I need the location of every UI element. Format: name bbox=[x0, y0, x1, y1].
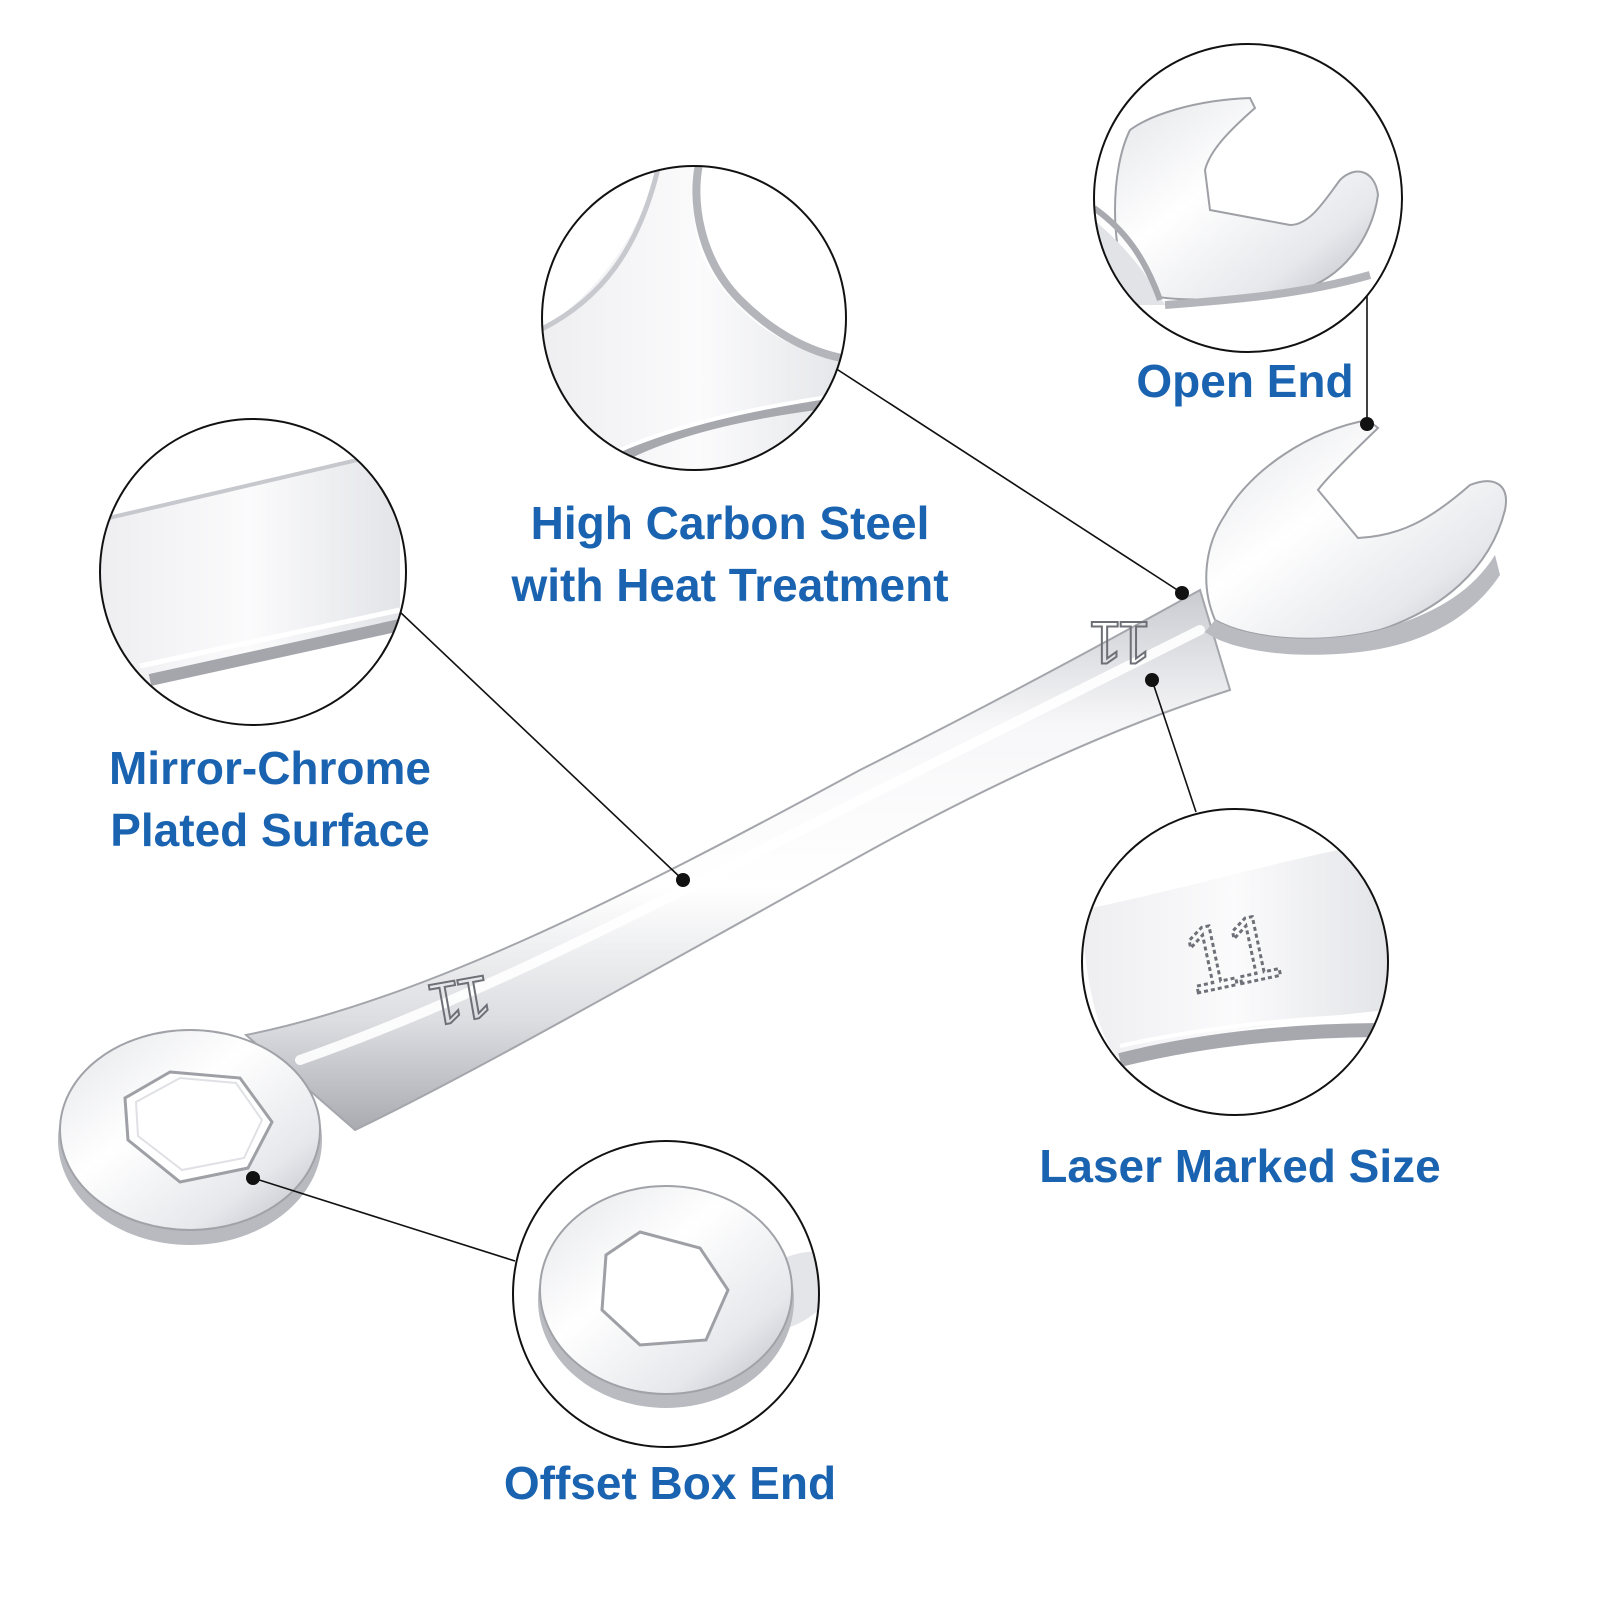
dot-laser-size bbox=[1145, 673, 1159, 687]
leader-lines bbox=[252, 287, 1368, 1262]
caption-offset-box-end: Offset Box End bbox=[470, 1452, 870, 1514]
caption-high-carbon-steel-line2: with Heat Treatment bbox=[511, 559, 949, 611]
dot-mirror-chrome bbox=[676, 873, 690, 887]
leader-offset-box bbox=[252, 1177, 516, 1262]
caption-mirror-chrome: Mirror-Chrome Plated Surface bbox=[60, 737, 480, 861]
wrench-box-end bbox=[58, 1029, 322, 1245]
caption-laser-marked-size: Laser Marked Size bbox=[1010, 1135, 1470, 1197]
zoom-circle-mirror-chrome bbox=[99, 418, 407, 726]
caption-high-carbon-steel-line1: High Carbon Steel bbox=[530, 497, 930, 549]
zoomed-size-marking: 11 bbox=[1174, 894, 1289, 1014]
zoomed-hex-opening bbox=[600, 1230, 730, 1347]
leader-laser-size bbox=[1151, 679, 1197, 813]
dot-open-end bbox=[1360, 417, 1374, 431]
leader-dots bbox=[246, 417, 1374, 1185]
caption-high-carbon-steel: High Carbon Steel with Heat Treatment bbox=[470, 492, 990, 616]
caption-offset-box-end-text: Offset Box End bbox=[503, 1457, 837, 1509]
dot-high-carbon-steel bbox=[1175, 586, 1189, 600]
wrench-open-end bbox=[1205, 418, 1507, 655]
size-marking-near-open-end: 11 bbox=[1089, 609, 1151, 676]
caption-open-end-text: Open End bbox=[1136, 355, 1354, 407]
leader-mirror-chrome bbox=[399, 611, 684, 881]
caption-mirror-chrome-line1: Mirror-Chrome bbox=[108, 742, 432, 794]
handle-highlight bbox=[295, 625, 1205, 1065]
zoom-circle-high-carbon-steel bbox=[541, 165, 847, 471]
zoom-circle-offset-box-end bbox=[512, 1140, 820, 1448]
leader-high-carbon-steel bbox=[834, 367, 1183, 594]
caption-laser-marked-size-text: Laser Marked Size bbox=[1039, 1140, 1441, 1192]
dot-offset-box bbox=[246, 1171, 260, 1185]
caption-open-end: Open End bbox=[1095, 350, 1395, 412]
zoom-circle-laser-size: 11 bbox=[1081, 808, 1389, 1116]
caption-mirror-chrome-line2: Plated Surface bbox=[110, 804, 430, 856]
size-marking-near-box-end: 11 bbox=[424, 962, 497, 1039]
zoom-circle-open-end bbox=[1093, 43, 1403, 353]
